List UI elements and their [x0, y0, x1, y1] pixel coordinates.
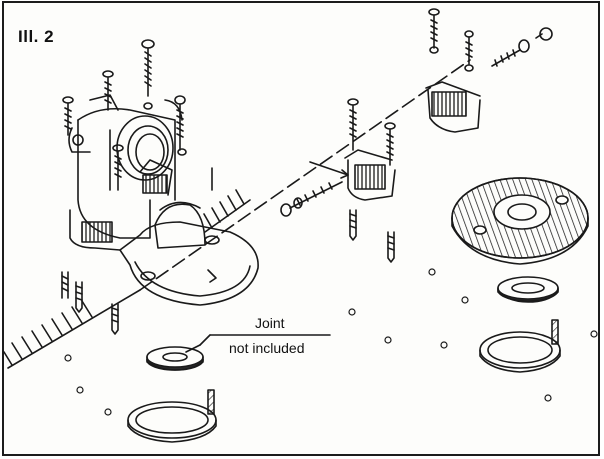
long-screw	[280, 181, 343, 217]
retaining-ring-bottom	[127, 389, 217, 443]
elbow-fitting	[68, 94, 259, 306]
callout-text-joint: Joint	[255, 315, 285, 331]
rosette-disc	[451, 177, 589, 265]
wall-bracket-top-right	[425, 8, 481, 133]
washer-center	[146, 346, 204, 371]
hole-markers	[64, 268, 598, 416]
retaining-ring-right	[479, 319, 561, 373]
assembly-axis-line	[139, 59, 471, 291]
wall-hatching-left	[3, 289, 141, 369]
callout-leader	[185, 334, 331, 353]
illustration-label: Ill. 2	[18, 27, 55, 46]
wall-hatching-center	[203, 189, 251, 233]
wall-plugs	[61, 209, 395, 335]
washer-right	[497, 276, 559, 303]
elbow-screws	[62, 39, 187, 191]
top-screw-with-cap	[491, 27, 553, 67]
wall-bracket-middle	[309, 98, 396, 201]
callout-text-not-included: not included	[229, 340, 305, 356]
